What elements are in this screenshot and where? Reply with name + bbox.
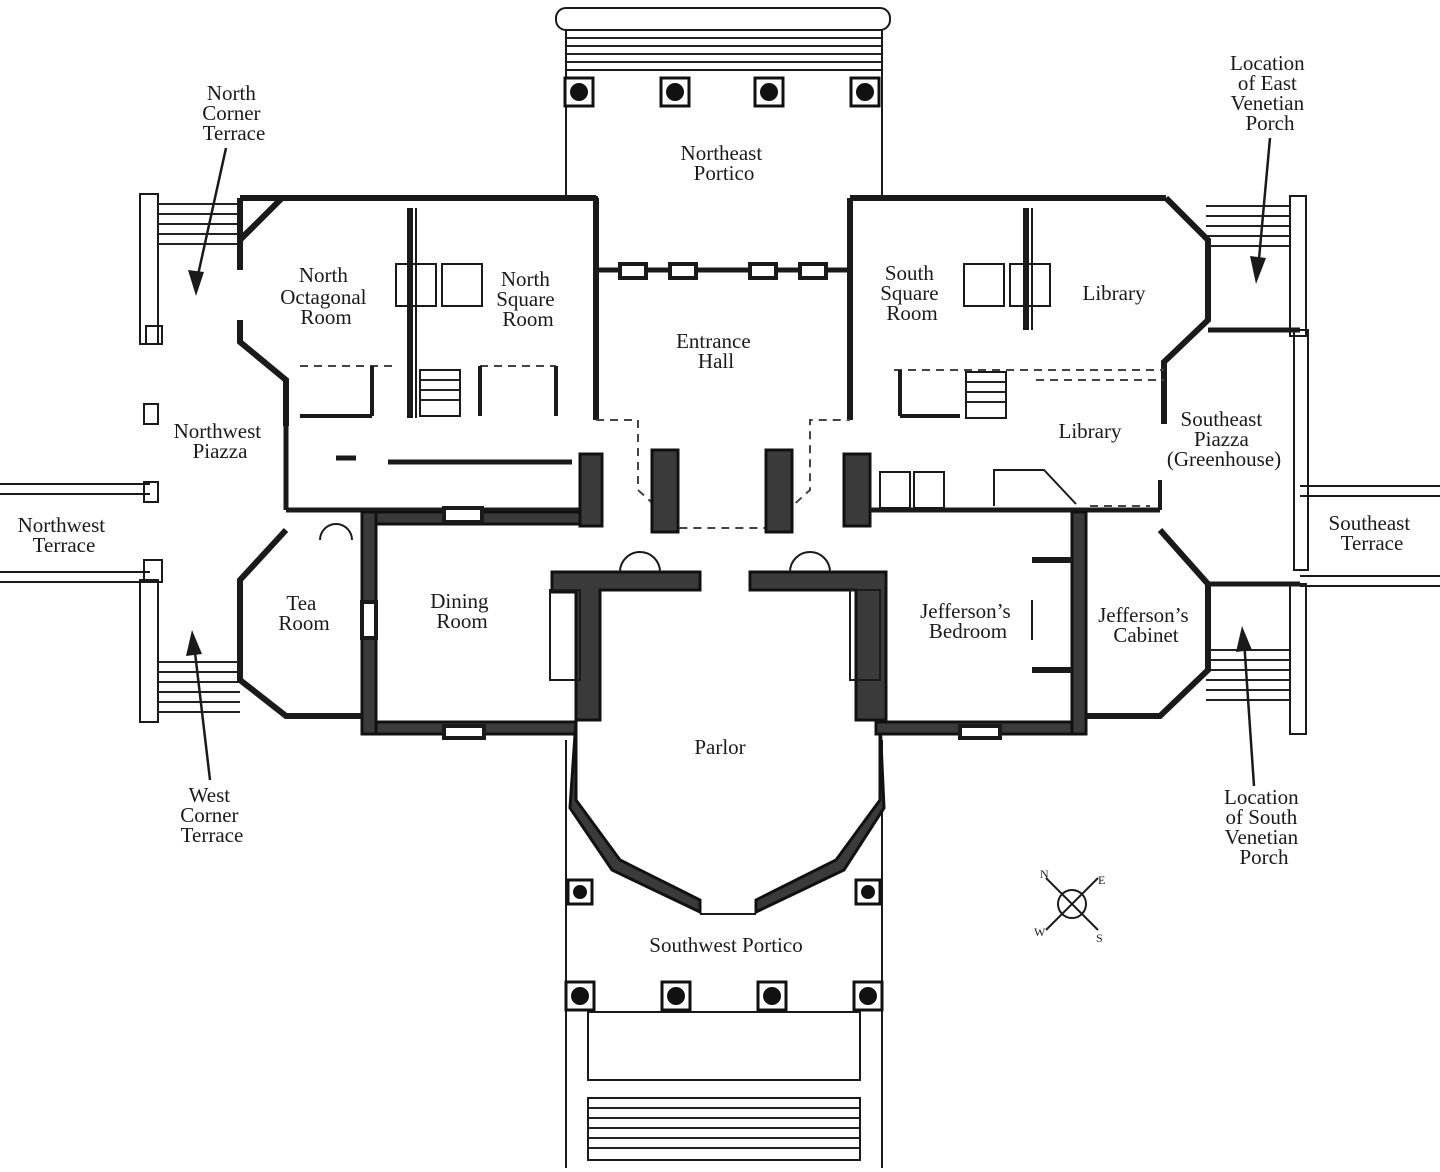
- label-tea-room: Tea Room: [278, 591, 329, 635]
- label-southeast-terrace: Southeast Terrace: [1329, 511, 1416, 555]
- southwest-portico-columns: [564, 878, 884, 1012]
- northeast-portico: [555, 7, 891, 196]
- label-location-south-venetian-porch: Location of South Venetian Porch: [1224, 785, 1304, 869]
- south-wing-walls: [847, 195, 1300, 587]
- entrance-hall-walls: [596, 262, 850, 534]
- compass-n: N: [1040, 867, 1049, 881]
- east-terraces: [1206, 195, 1440, 735]
- compass-e: E: [1098, 873, 1105, 887]
- label-northeast-portico: Northeast Portico: [681, 141, 768, 185]
- parlor-walls: [549, 551, 888, 915]
- label-north-square-room: North Square Room: [496, 267, 560, 331]
- southwest-portico: [565, 740, 883, 1168]
- label-southwest-portico: Southwest Portico: [649, 933, 802, 957]
- label-library-lower: Library: [1059, 419, 1122, 443]
- compass-s: S: [1096, 931, 1103, 945]
- label-parlor: Parlor: [694, 735, 745, 759]
- bedroom-cabinet-walls: [874, 510, 1211, 740]
- label-southeast-piazza: Southeast Piazza (Greenhouse): [1167, 407, 1281, 471]
- label-north-octagonal-room: North Octagonal Room: [280, 263, 372, 329]
- west-terraces: [0, 193, 240, 723]
- dining-and-tea-walls: [237, 506, 582, 740]
- annotation-arrows: [186, 137, 1272, 787]
- piazza-walls: [283, 426, 1162, 528]
- northeast-portico-columns: [563, 76, 881, 108]
- compass-rose: N E W S: [1034, 867, 1105, 945]
- label-north-corner-terrace: North Corner Terrace: [202, 81, 266, 145]
- label-location-east-venetian-porch: Location of East Venetian Porch: [1230, 51, 1310, 135]
- north-wing-walls: [237, 195, 599, 426]
- label-dining-room: Dining Room: [430, 589, 494, 633]
- label-west-corner-terrace: West Corner Terrace: [180, 783, 244, 847]
- label-northwest-terrace: Northwest Terrace: [18, 513, 111, 557]
- compass-w: W: [1034, 925, 1046, 939]
- label-south-square-room: South Square Room: [880, 261, 944, 325]
- label-jeffersons-cabinet: Jefferson’s Cabinet: [1098, 603, 1194, 647]
- label-jeffersons-bedroom: Jefferson’s Bedroom: [920, 599, 1016, 643]
- label-entrance-hall: Entrance Hall: [676, 329, 756, 373]
- label-northwest-piazza: Northwest Piazza: [174, 419, 267, 463]
- label-library-upper: Library: [1083, 281, 1146, 305]
